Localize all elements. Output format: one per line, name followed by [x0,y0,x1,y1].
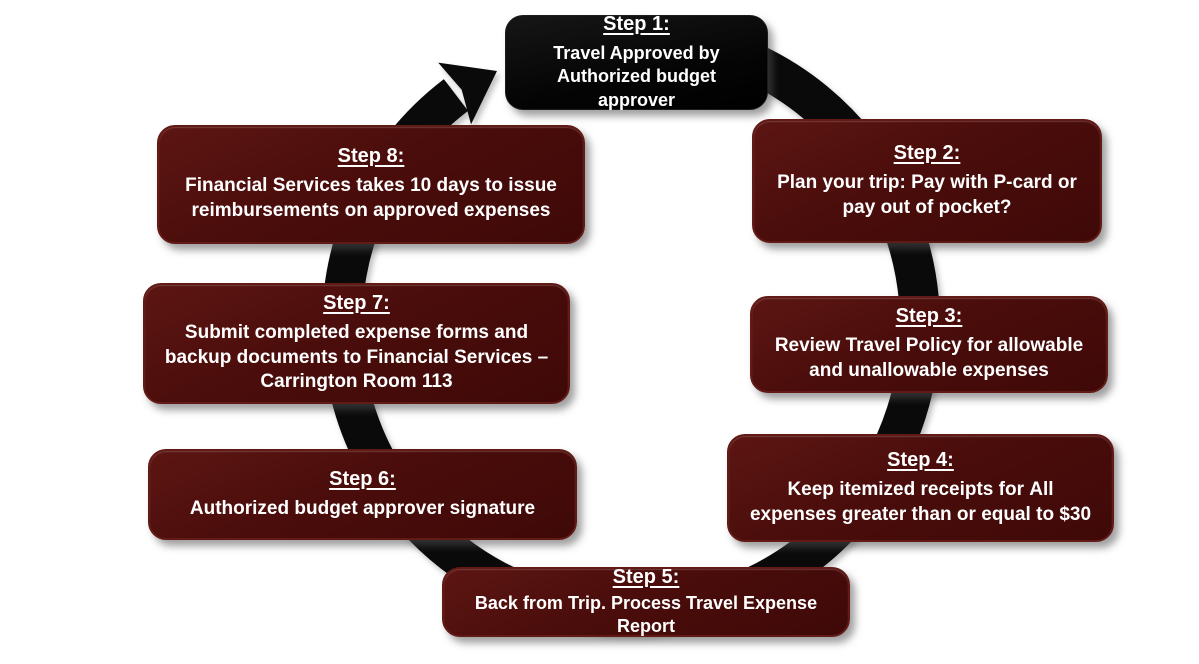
step-3-title: Step 3: [895,305,963,328]
step-4-body: Keep itemized receipts for All expenses … [749,478,1092,525]
step-6-box: Step 6: Authorized budget approver signa… [148,449,577,540]
step-1-box: Step 1: Travel Approved by Authorized bu… [505,12,768,110]
step-2-title: Step 2: [893,141,961,164]
step-4-title: Step 4: [887,448,954,471]
step-7-box: Step 7: Submit completed expense forms a… [143,283,570,404]
step-4-box: Step 4: Keep itemized receipts for All e… [727,434,1114,542]
step-7-title: Step 7: [323,291,390,314]
step-3-body: Review Travel Policy for allowable and u… [774,335,1084,381]
step-7-body: Submit completed expense forms and backu… [164,321,549,393]
step-2-body: Plan your trip: Pay with P-card or pay o… [777,171,1077,218]
step-2-box: Step 2: Plan your trip: Pay with P-card … [752,119,1102,243]
step-8-body: Financial Services takes 10 days to issu… [185,175,557,221]
step-8-box: Step 8: Financial Services takes 10 days… [157,125,585,244]
step-1-body: Travel Approved by Authorized budget app… [553,42,720,110]
step-5-body: Back from Trip. Process Travel Expense R… [474,592,818,636]
step-1-title: Step 1: [603,12,670,35]
step-5-title: Step 5: [612,565,680,588]
step-8-title: Step 8: [337,145,405,168]
circular-arrow-head [438,62,497,125]
step-3-box: Step 3: Review Travel Policy for allowab… [750,296,1108,393]
step-6-body: Authorized budget approver signature [189,497,536,519]
step-5-box: Step 5: Back from Trip. Process Travel E… [442,565,850,637]
step-6-title: Step 6: [329,467,396,490]
